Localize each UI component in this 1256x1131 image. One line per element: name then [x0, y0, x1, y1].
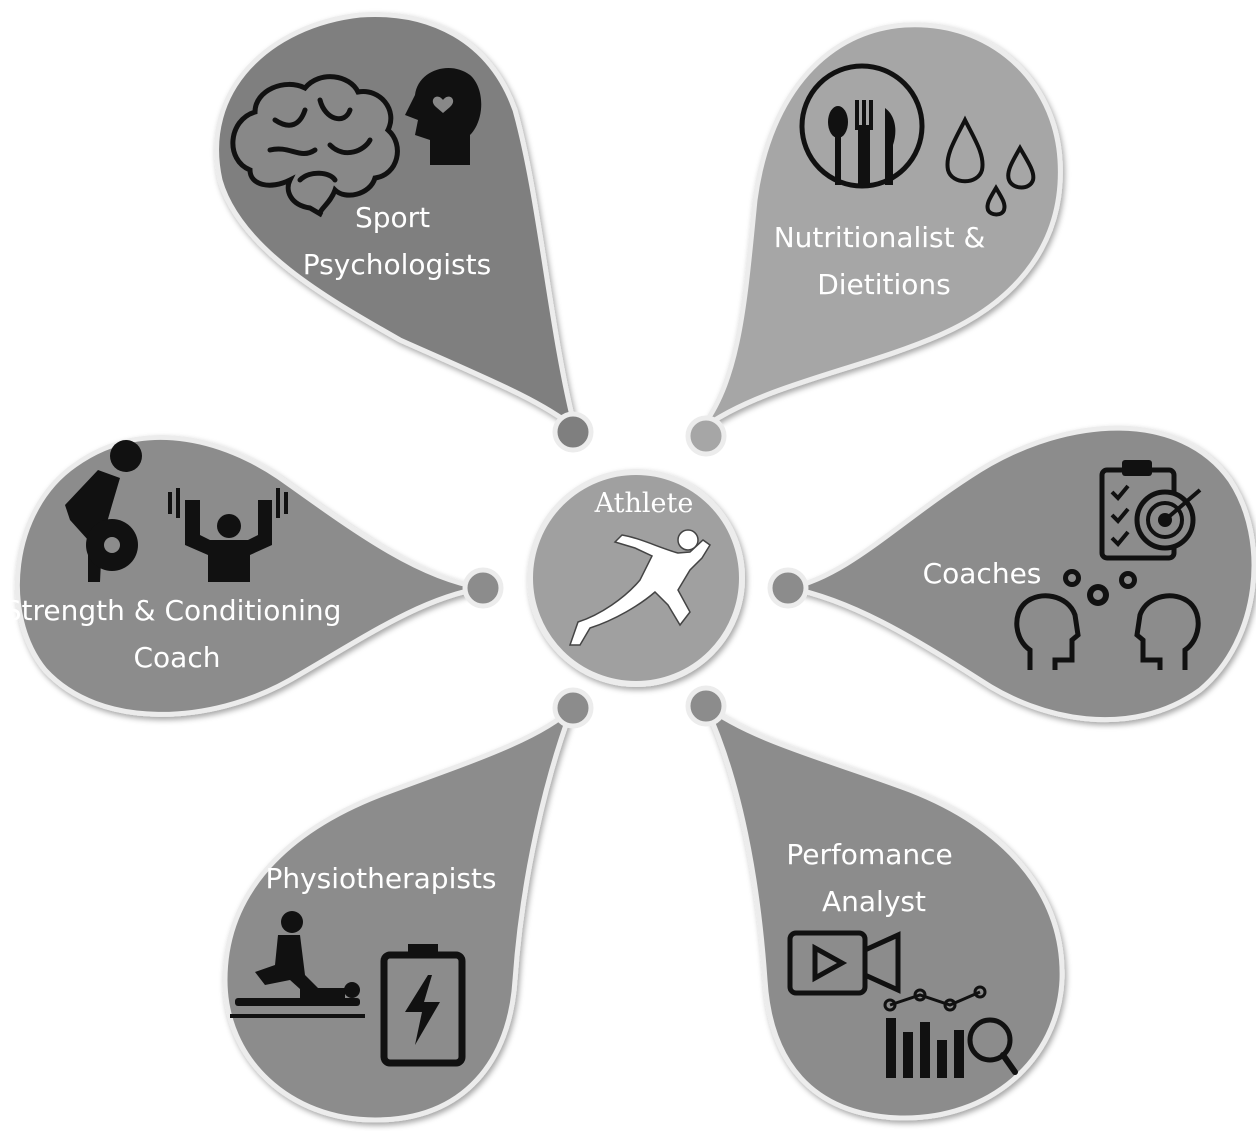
drop-connector [685, 685, 727, 727]
drop-coaches: Coaches [767, 425, 1256, 723]
drop-connector [552, 687, 594, 729]
runner-icon [568, 529, 712, 646]
label-line: Psychologists [303, 248, 491, 281]
drop-label-performance: Perfomance Analyst [786, 838, 961, 918]
drop-connector [462, 567, 504, 609]
drop-shape [222, 706, 575, 1123]
drop-label-sport-psychologists: Sport Psychologists [303, 201, 491, 281]
water-drops-icon [945, 115, 1036, 217]
hub-label: Athlete [594, 488, 694, 519]
drop-physiotherapists: Physiotherapists [222, 687, 594, 1123]
plate-cutlery-icon [799, 63, 925, 189]
label-line: Sport [355, 201, 430, 234]
chart-magnifier-icon [883, 985, 1018, 1078]
label-line: Dietitions [817, 268, 951, 301]
label-line: Strength & Conditioning [4, 594, 342, 627]
drop-connector [767, 567, 809, 609]
drop-performance-analyst: Perfomance Analyst [685, 685, 1065, 1121]
head-heart-icon [405, 67, 482, 165]
massage-icon [230, 911, 365, 1018]
heads-icon [1014, 593, 1201, 670]
drop-label-nutritionalist: Nutritionalist & Dietitions [774, 221, 995, 301]
drop-shape [789, 425, 1256, 723]
label-line: Coach [134, 641, 221, 674]
label-line: Coaches [923, 557, 1042, 590]
brain-icon [230, 74, 400, 218]
drop-label-coaches: Coaches [923, 557, 1042, 590]
drop-shape [702, 703, 1065, 1121]
drop-label-strength: Strength & Conditioning Coach [4, 594, 351, 674]
label-line: Analyst [822, 885, 926, 918]
gears-icon [1063, 569, 1137, 606]
battery-charge-icon [380, 944, 466, 1067]
drop-sport-psychologists: Sport Psychologists [214, 11, 594, 453]
clipboard-target-icon [1099, 460, 1202, 561]
drop-connector [552, 411, 594, 453]
overhead-press-icon [168, 488, 288, 582]
label-line: Physiotherapists [265, 862, 496, 895]
label-line: Perfomance [786, 838, 952, 871]
label-line: Nutritionalist & [774, 221, 986, 254]
drop-label-physiotherapists: Physiotherapists [265, 862, 496, 895]
drop-strength-conditioning: Strength & Conditioning Coach [4, 434, 504, 717]
video-camera-icon [787, 930, 901, 996]
athlete-hub: Athlete [527, 469, 745, 687]
weightlifter-icon [65, 440, 142, 582]
drop-nutritionalist-dietitions: Nutritionalist & Dietitions [685, 22, 1063, 457]
drop-connector [685, 415, 727, 457]
